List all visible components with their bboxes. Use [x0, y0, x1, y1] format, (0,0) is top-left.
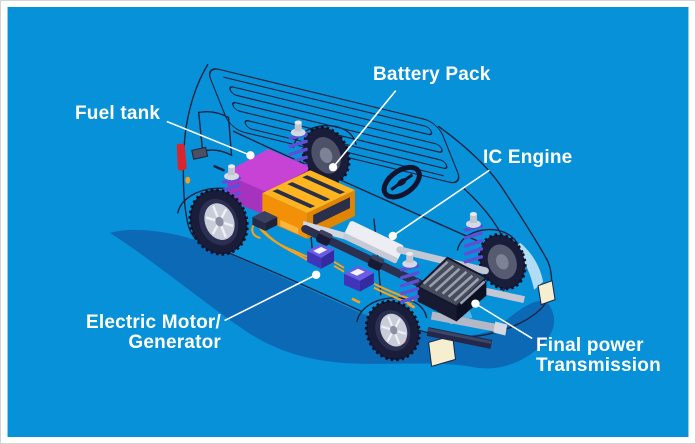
car-shadow	[110, 229, 555, 369]
leader-dot-fuel-tank	[246, 151, 255, 160]
label-final-power-line2: Transmission	[536, 354, 661, 376]
label-final-power-transmission: Final power Transmission	[536, 336, 661, 375]
suspension-spring-front-left	[400, 251, 420, 304]
label-electric-motor-generator: Electric Motor/ Generator	[57, 313, 221, 352]
leader-line-electric-motor	[224, 274, 317, 322]
leader-dot-transmission	[471, 299, 480, 308]
steering-wheel	[381, 164, 422, 200]
wheel-rear-left	[188, 188, 249, 256]
leader-dot-battery-pack	[328, 163, 338, 172]
turn-indicator	[185, 176, 191, 184]
label-electric-motor-line2: Generator	[128, 331, 221, 353]
label-final-power-line1: Final power	[536, 335, 644, 356]
tail-light	[176, 143, 187, 171]
label-electric-motor-line1: Electric Motor/	[86, 312, 221, 333]
side-mirror	[191, 146, 209, 160]
electric-motor-graphic-2	[344, 265, 374, 292]
suspension-spring-front-right	[463, 212, 484, 264]
leader-line-battery-pack	[332, 90, 397, 168]
label-ic-engine: IC Engine	[483, 147, 573, 168]
transmission-graphic	[415, 256, 489, 322]
label-battery-pack: Battery Pack	[373, 64, 491, 85]
electric-motor-graphic-1	[307, 243, 335, 269]
leader-dot-ic-engine	[388, 231, 397, 241]
leader-dot-electric-motor	[311, 270, 321, 279]
leader-lines	[166, 90, 533, 340]
canvas-background	[7, 6, 689, 438]
connector-box	[252, 211, 278, 231]
leader-line-ic-engine	[392, 169, 490, 237]
headlight-right	[537, 280, 556, 306]
ic-engine-graphic	[342, 221, 404, 264]
label-fuel-tank: Fuel tank	[75, 103, 161, 124]
leader-line-transmission	[475, 302, 533, 340]
wheel-rear-right	[301, 125, 351, 185]
leader-dots	[246, 151, 480, 308]
leader-line-fuel-tank	[166, 120, 251, 157]
